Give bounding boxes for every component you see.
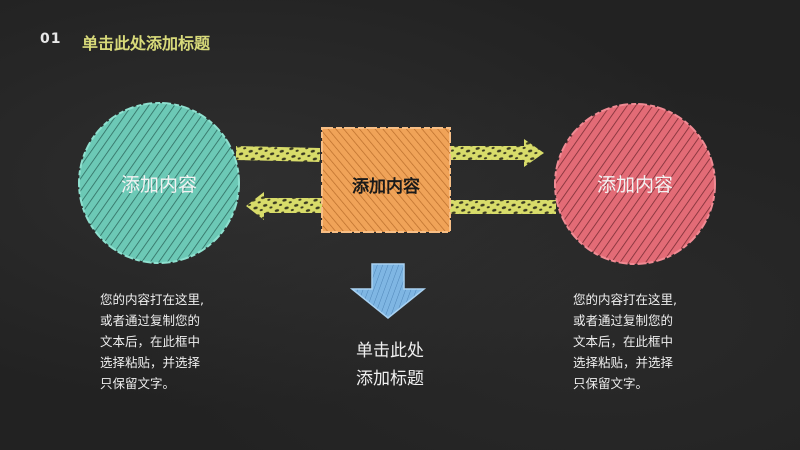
arrow-box-to-right (450, 139, 544, 167)
center-orange-box (321, 127, 451, 233)
left-circle-label[interactable]: 添加内容 (120, 174, 197, 196)
blue-down-arrow (349, 263, 427, 319)
left-teal-circle (78, 102, 240, 264)
slide-number: 01 (40, 31, 62, 47)
subtitle-line: 添加标题 (356, 369, 424, 389)
text-line: 或者通过复制您的 (573, 313, 674, 328)
right-pink-circle (554, 103, 716, 265)
text-line: 您的内容打在这里, (100, 292, 204, 307)
left-description-text[interactable]: 您的内容打在这里, 或者通过复制您的 文本后，在此框中 选择粘贴，并选择 只保留… (100, 289, 204, 394)
arrow-left-to-box (236, 146, 320, 162)
text-line: 文本后，在此框中 (573, 334, 674, 349)
slide-title[interactable]: 单击此处添加标题 (82, 34, 211, 53)
text-line: 选择粘贴，并选择 (573, 355, 674, 370)
text-line: 选择粘贴，并选择 (100, 355, 201, 370)
right-description-text[interactable]: 您的内容打在这里, 或者通过复制您的 文本后，在此框中 选择粘贴，并选择 只保留… (573, 289, 677, 394)
subtitle-line: 单击此处 (356, 341, 424, 361)
text-line: 您的内容打在这里, (573, 292, 677, 307)
text-line: 只保留文字。 (573, 376, 649, 391)
center-subtitle[interactable]: 单击此处 添加标题 (340, 337, 440, 393)
center-box-label[interactable]: 添加内容 (352, 177, 420, 197)
right-circle-label[interactable]: 添加内容 (596, 174, 673, 196)
text-line: 或者通过复制您的 (100, 313, 201, 328)
text-line: 只保留文字。 (100, 376, 176, 391)
text-line: 文本后，在此框中 (100, 334, 201, 349)
arrow-right-to-box (450, 200, 556, 214)
arrow-box-to-left (246, 192, 322, 220)
